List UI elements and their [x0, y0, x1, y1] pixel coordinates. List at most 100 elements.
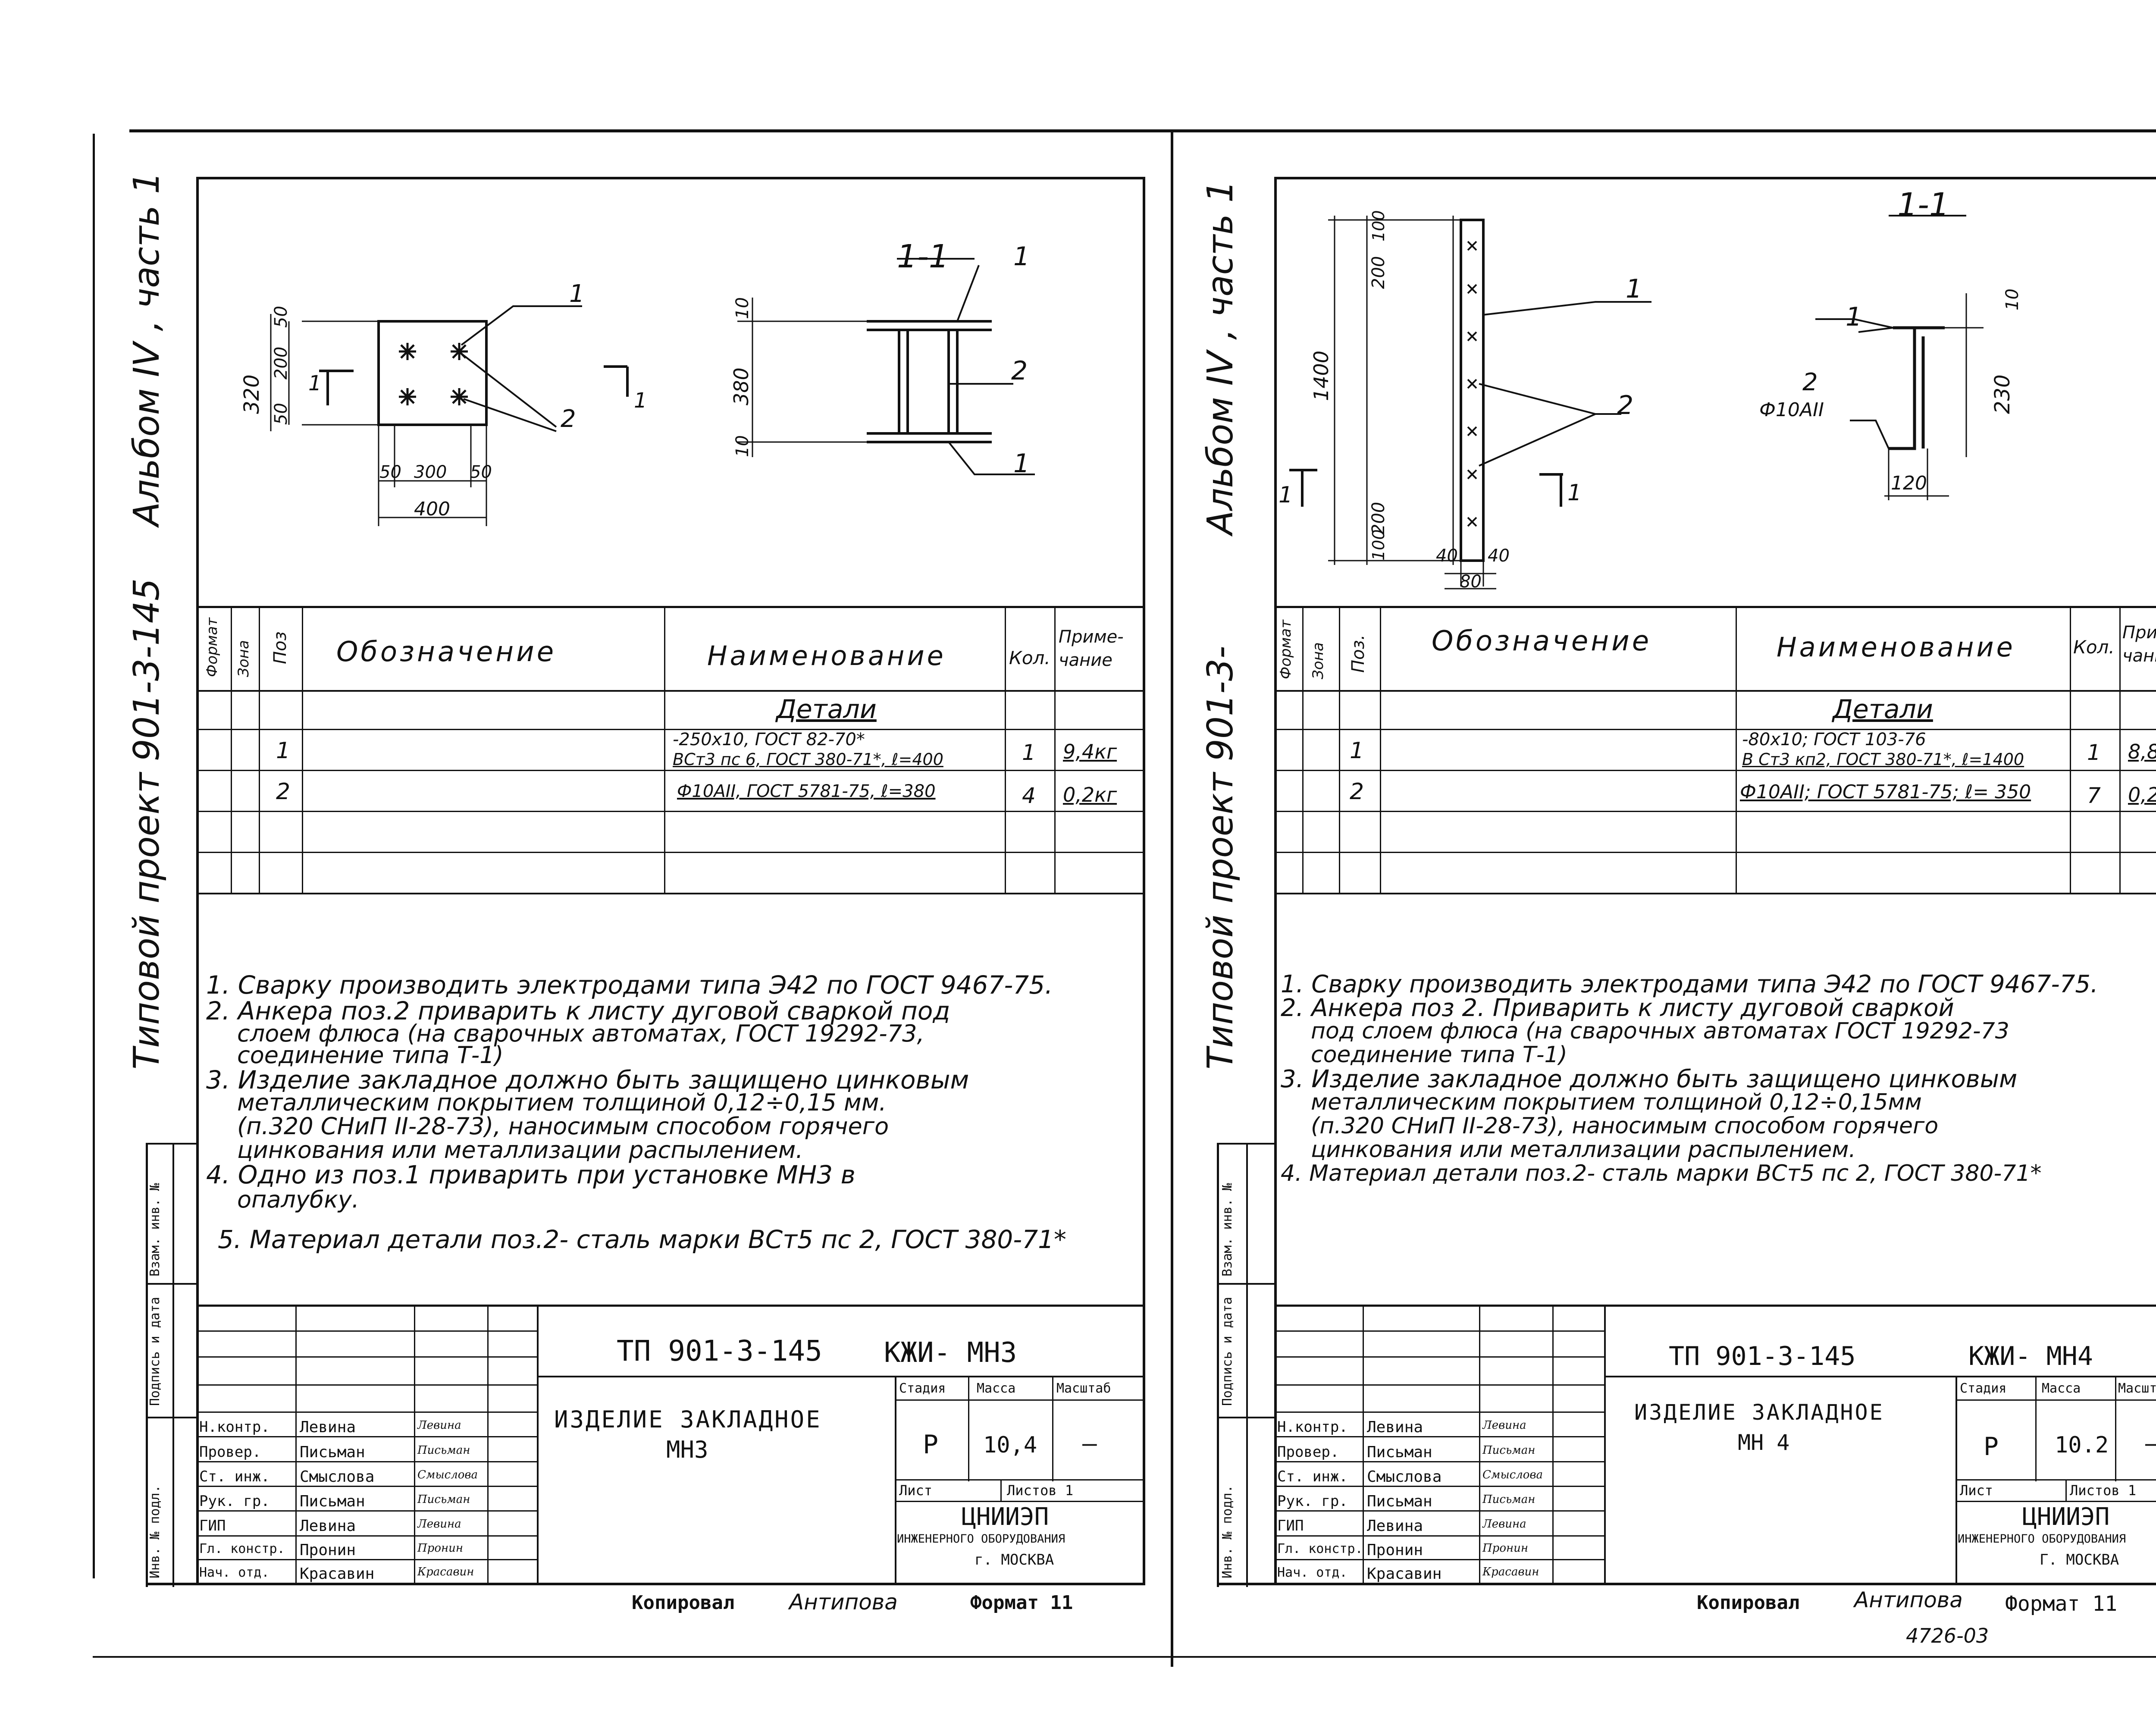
- spec-col-2: [259, 606, 260, 893]
- tb-staff-r5: [1275, 1461, 1605, 1462]
- plan-section-mark-left: 1: [1279, 482, 1293, 508]
- strip-label-repl: Взам. инв. №: [1220, 1183, 1235, 1277]
- frame-top: [196, 177, 1145, 179]
- section-1-1: [1815, 215, 1984, 500]
- spec-header-format: Формат: [204, 618, 221, 677]
- tb-right-row-3: [1955, 1501, 2156, 1502]
- spec-header-designation: Обозначение: [1432, 625, 1652, 657]
- tb-col-stage: [1955, 1376, 1957, 1585]
- tb-title-2: МН3: [666, 1436, 708, 1463]
- tb-title-1: ИЗДЕЛИЕ ЗАКЛАДНОЕ: [1634, 1400, 1884, 1425]
- plan-dim-200: 200: [271, 347, 291, 380]
- tb-right-row-1: [1955, 1399, 2156, 1401]
- note-line: 5. Материал детали поз.2- сталь марки ВС…: [218, 1225, 1067, 1254]
- section-arrows: [319, 365, 629, 405]
- tb-sheet-label: Лист: [1960, 1482, 1993, 1499]
- tb-org-3: г. МОСКВА: [975, 1551, 1054, 1568]
- tb-col-stage: [895, 1376, 896, 1585]
- tb-mass: 10.2: [2055, 1432, 2109, 1458]
- spec-row-1-name-2: В Ст3 кп2, ГОСТ 380-71*, ℓ=1400: [1742, 750, 2024, 769]
- strip-div-2: [1217, 1417, 1275, 1418]
- tb-sheets-label: Листов 1: [1007, 1482, 1074, 1499]
- spec-header-qty: Кол.: [2073, 637, 2115, 658]
- tb-staff-r5: [197, 1461, 538, 1462]
- staff-signature: Письман: [1482, 1493, 1536, 1506]
- spec-col-2: [1339, 606, 1340, 893]
- frame-right: [1143, 177, 1145, 1585]
- tb-mid: [1604, 1376, 2156, 1377]
- footer-copied-by: Антипова: [789, 1590, 898, 1615]
- tb-staff-r4: [1275, 1436, 1605, 1437]
- spec-row-1-note: 8,8кг: [2128, 740, 2156, 763]
- plan-dim-320: 320: [240, 374, 264, 414]
- footer-copied-label: Копировал: [632, 1592, 735, 1614]
- tb-col-sheet: [2065, 1479, 2067, 1501]
- strip-label-sign: Подпись и дата: [147, 1297, 163, 1406]
- staff-role: Рук. гр.: [199, 1493, 270, 1510]
- spec-header-name: Наименование: [1777, 631, 2015, 663]
- plan-dim-100-bot: 100: [1369, 529, 1388, 561]
- strip-div-2: [146, 1417, 197, 1418]
- spec-header-qty: Кол.: [1009, 647, 1050, 668]
- spec-header-name: Наименование: [707, 640, 946, 671]
- spec-row-1-note: 9,4кг: [1063, 740, 1117, 763]
- tb-mass-label: Масса: [977, 1381, 1016, 1396]
- section-callout-1-bot: 1: [1013, 449, 1030, 479]
- staff-role: Нач. отд.: [1277, 1565, 1348, 1580]
- plan-dim-50-left: 50: [379, 462, 401, 482]
- tb-staff-c3: [1552, 1305, 1554, 1585]
- staff-name: Смыслова: [300, 1468, 375, 1486]
- spec-row-2-qty: 4: [1022, 783, 1036, 808]
- center-divider-line: [1171, 132, 1173, 1667]
- note-line: 3. Изделие закладное должно быть защищен…: [1281, 1065, 2018, 1093]
- tb-sheet-label: Лист: [899, 1482, 933, 1499]
- section-callout-1: 1: [1846, 302, 1862, 332]
- staff-signature: Красавин: [417, 1565, 474, 1578]
- tb-staff-r3: [197, 1411, 538, 1413]
- section-arrows: [1289, 469, 1563, 507]
- section-title: 1-1: [897, 238, 949, 275]
- spec-row-1: [197, 729, 1144, 730]
- spec-section-heading: Детали: [1833, 694, 1933, 725]
- strip-label-sign: Подпись и дата: [1220, 1297, 1235, 1406]
- spec-header-designation: Обозначение: [336, 636, 557, 668]
- staff-role: Нач. отд.: [199, 1565, 270, 1580]
- spec-header-zone: Зона: [1310, 642, 1327, 679]
- leaders: [1479, 301, 1651, 467]
- tb-org-2: ИНЖЕНЕРНОГО ОБОРУДОВАНИЯ: [897, 1532, 1065, 1546]
- spec-col-5: [1005, 606, 1006, 893]
- plan-dim-200-bot: 200: [1369, 502, 1388, 535]
- plan-dim-40-right: 40: [1488, 546, 1510, 566]
- spec-row-2-note: 0,2кг: [1063, 783, 1117, 806]
- staff-signature: Пронин: [417, 1542, 463, 1555]
- note-line: 2. Анкера поз.2 приварить к листу дугово…: [206, 996, 950, 1026]
- tb-code: ТП 901-3-145: [617, 1334, 822, 1368]
- staff-name: Левина: [1367, 1418, 1423, 1436]
- staff-role: Рук. гр.: [1277, 1493, 1348, 1510]
- spec-top: [1275, 606, 2156, 608]
- section-dim-10-bot: 10: [733, 435, 752, 457]
- tb-title-1: ИЗДЕЛИЕ ЗАКЛАДНОЕ: [554, 1406, 822, 1433]
- staff-role: Н.контр.: [1277, 1418, 1348, 1436]
- tb-staff-r2: [1275, 1384, 1605, 1386]
- plan-callout-1: 1: [1626, 274, 1642, 304]
- staff-signature: Письман: [417, 1444, 470, 1457]
- plan-callout-2: 2: [1617, 390, 1633, 420]
- leaders: [461, 305, 582, 432]
- staff-role: Гл. констр.: [1277, 1541, 1363, 1556]
- staff-role: Гл. констр.: [199, 1541, 285, 1556]
- tb-top: [197, 1305, 1144, 1307]
- section-title: 1-1: [1897, 186, 1949, 223]
- spec-header-format: Формат: [1277, 620, 1294, 679]
- plan-dim-40-left: 40: [1436, 546, 1458, 566]
- tb-top: [1275, 1305, 2156, 1307]
- staff-name: Красавин: [300, 1565, 375, 1583]
- section-bar-label: Ф10АII: [1759, 399, 1824, 421]
- tb-scale: —: [2145, 1432, 2156, 1456]
- staff-role: Провер.: [1277, 1443, 1339, 1461]
- spec-row-2-name-1: Ф10АII; ГОСТ 5781-75; ℓ= 350: [1740, 781, 2031, 803]
- tb-staff-r2: [197, 1384, 538, 1386]
- section-1-1: [737, 258, 1035, 475]
- plan-dim-50-bot: 50: [271, 403, 291, 425]
- staff-role: ГИП: [1277, 1517, 1304, 1534]
